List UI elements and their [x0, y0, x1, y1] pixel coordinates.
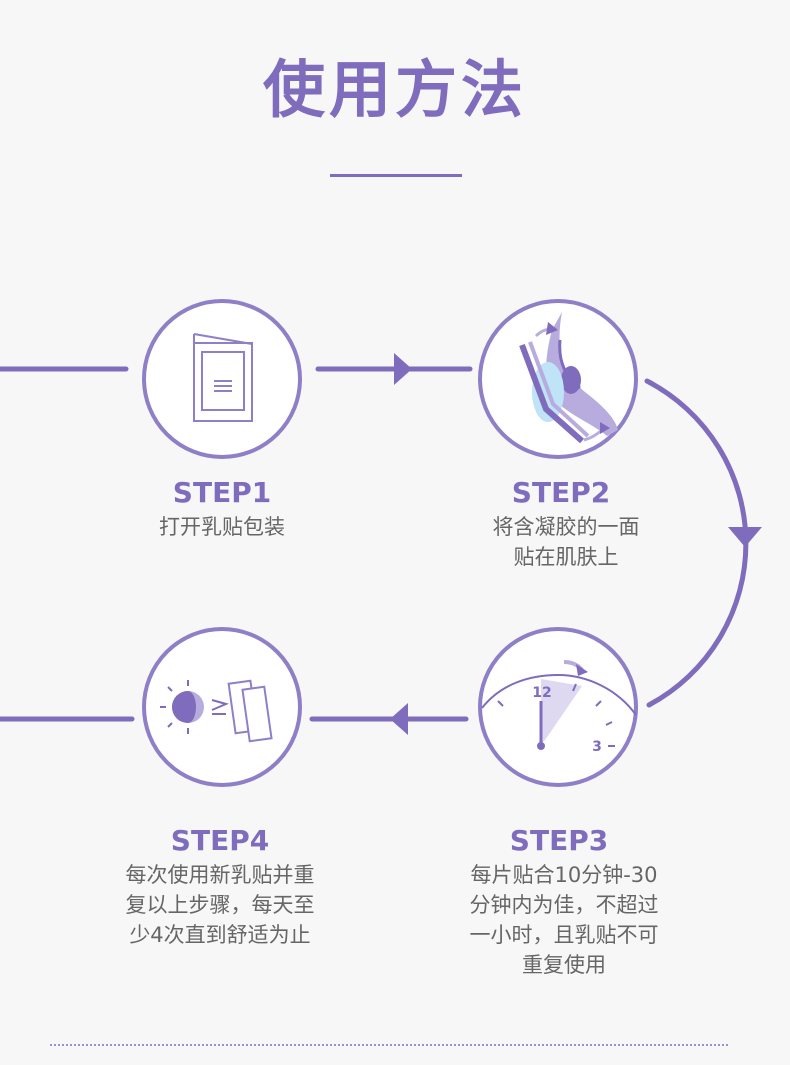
step1-description: 打开乳贴包装 — [159, 515, 285, 539]
clock-icon — [481, 660, 637, 750]
step4-circle — [142, 627, 302, 787]
step1-label: STEP1 — [172, 476, 272, 509]
step1-circle — [142, 299, 302, 459]
sun-patches-icon — [160, 679, 273, 743]
arrow-right-icon — [394, 353, 412, 385]
apply-patch-icon — [519, 312, 618, 444]
clock-label-3: 3 — [592, 739, 602, 755]
step3-label: STEP3 — [509, 824, 609, 857]
step4-label: STEP4 — [170, 824, 270, 857]
package-open-icon — [193, 333, 253, 422]
step2-label: STEP2 — [511, 476, 611, 509]
bottom-dotted-divider — [50, 1044, 728, 1046]
step2-description: 将含凝胶的一面 贴在肌肤上 — [492, 515, 640, 569]
title-divider — [330, 174, 462, 177]
clock-label-12: 12 — [532, 685, 551, 701]
arrow-down-icon — [728, 527, 762, 547]
arrow-left-icon — [390, 703, 408, 735]
page-title: 使用方法 — [262, 53, 527, 126]
step3-description: 每片贴合10分钟-30 分钟内为佳，不超过 一小时，且乳贴不可 重复使用 — [469, 863, 659, 977]
step4-description: 每次使用新乳贴并重 复以上步骤，每天至 少4次直到舒适为止 — [125, 863, 315, 947]
